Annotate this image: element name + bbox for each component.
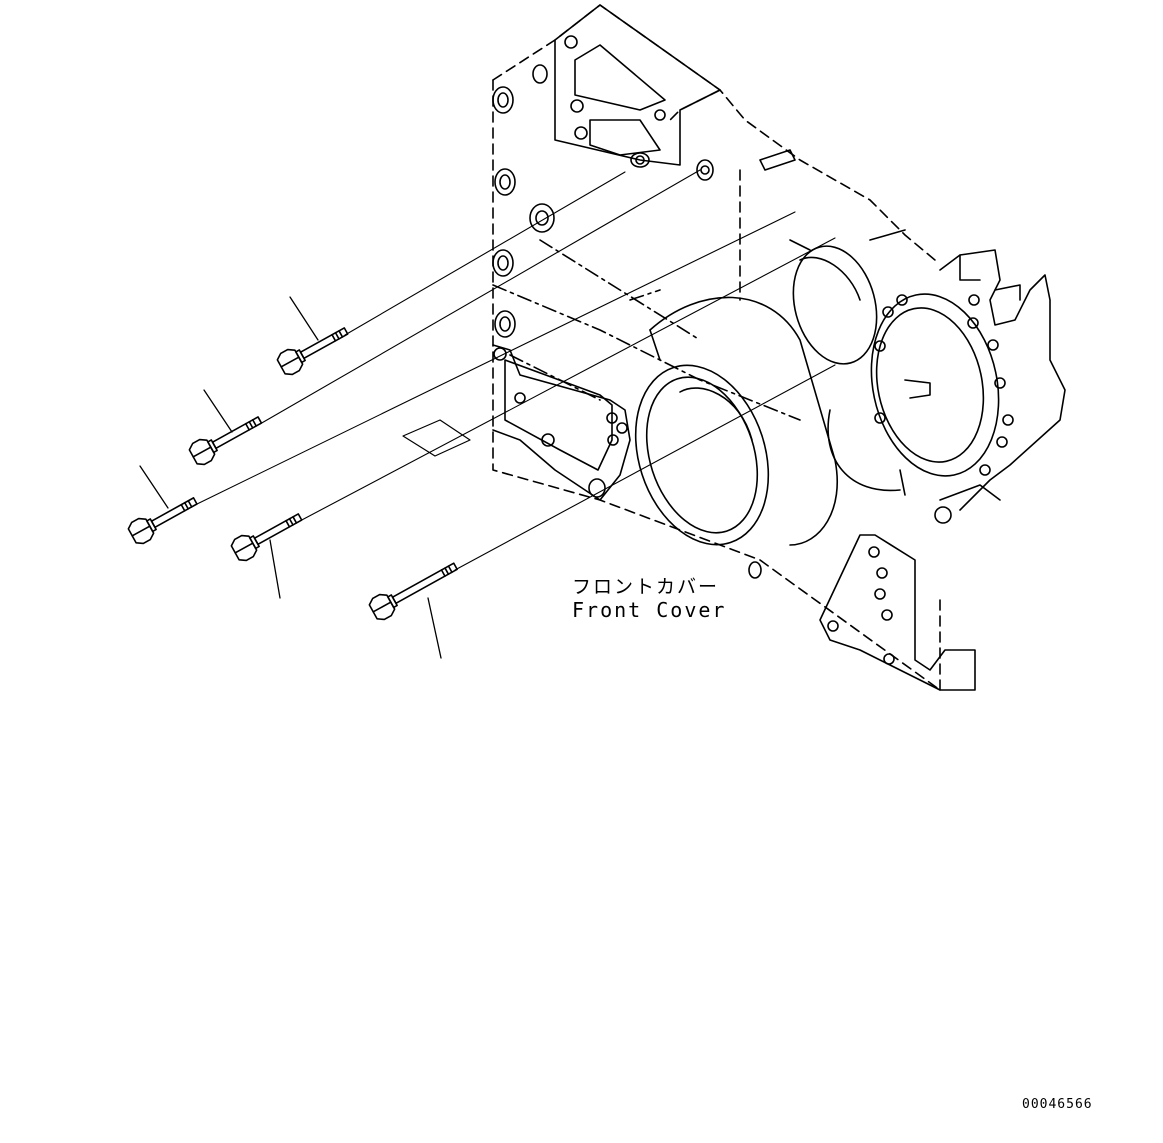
callout-leaders [140,297,441,658]
part-name-english: Front Cover [572,598,727,622]
bolt-5 [367,556,461,623]
bolt-1 [275,320,351,377]
bolt-2 [187,410,265,468]
bolt-4 [229,506,305,563]
part-name-japanese: フロントカバー [572,576,720,598]
front-cover-housing [403,5,1065,690]
bolt-3 [126,490,201,546]
alignment-lines [195,170,835,570]
drawing-number: 00046566 [1022,1097,1093,1112]
